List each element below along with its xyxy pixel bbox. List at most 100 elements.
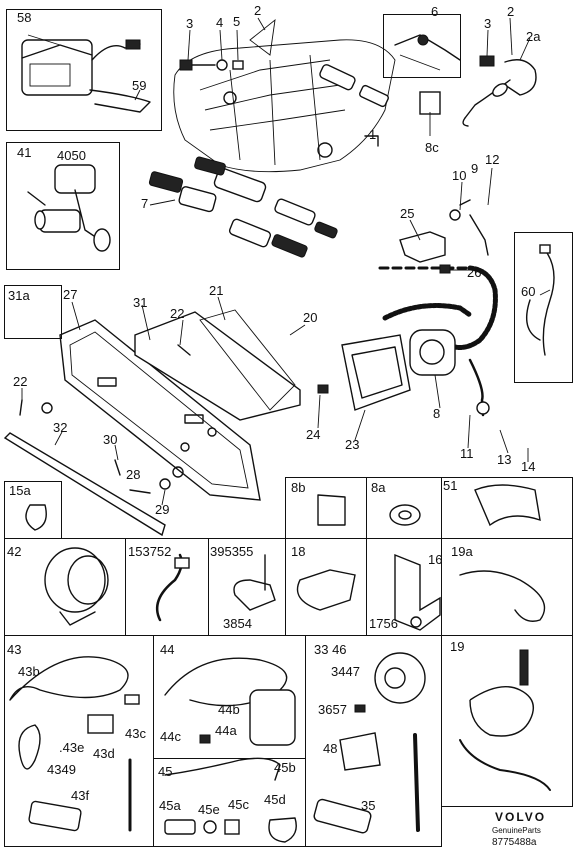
frame-box-6 (383, 14, 461, 78)
label-3657: 3657 (318, 702, 347, 717)
label-3854: 3854 (223, 616, 252, 631)
clamp-18-drawing (296, 569, 356, 611)
label-45e: 45e (198, 802, 220, 817)
label-44: 44 (160, 642, 175, 657)
label-395355: 395355 (210, 544, 254, 559)
label-60: 60 (521, 284, 536, 299)
label-43e: .43e (59, 740, 85, 755)
cable-153752-drawing (155, 553, 190, 622)
label-153752: 153752 (128, 544, 172, 559)
frame-box-45 (153, 758, 306, 847)
cable-60-drawing (526, 244, 555, 356)
label-14: 14 (521, 459, 536, 474)
label-19: 19 (450, 639, 465, 654)
label-3447: 3447 (331, 664, 360, 679)
label-43f: 43f (71, 788, 90, 803)
label-22-left: 22 (13, 374, 28, 389)
label-45d: 45d (264, 792, 286, 807)
label-22: 22 (170, 306, 185, 321)
label-31a: 31a (8, 288, 30, 303)
label-3-right: 3 (484, 16, 492, 31)
label-20: 20 (303, 310, 318, 325)
cable-45-drawing (164, 757, 297, 843)
clamp-395355-drawing (233, 554, 276, 611)
label-12: 12 (485, 152, 500, 167)
label-8a: 8a (371, 480, 386, 495)
clip-15a-drawing (25, 504, 47, 531)
label-43c: 43c (125, 726, 146, 741)
label-23: 23 (345, 437, 360, 452)
label-41: 41 (17, 145, 32, 160)
label-45a: 45a (159, 798, 181, 813)
heater-19-drawing (459, 649, 551, 791)
bracket-16-drawing (394, 553, 441, 631)
label-25: 25 (400, 206, 415, 221)
label-30: 30 (103, 432, 118, 447)
timer-42-drawing (44, 547, 109, 626)
frame-box-19 (441, 635, 573, 807)
engine-block-drawing (173, 18, 396, 173)
label-1: 1 (369, 127, 377, 142)
label-2a: 2a (526, 29, 541, 44)
label-4050: 4050 (57, 148, 86, 163)
frame-box-51 (441, 477, 573, 539)
label-13: 13 (497, 452, 512, 467)
frame-box-41 (6, 142, 120, 270)
label-42: 42 (7, 544, 22, 559)
cable-2a-drawing (419, 55, 537, 127)
label-28: 28 (126, 467, 141, 482)
label-48: 48 (323, 741, 338, 756)
label-19a: 19a (451, 544, 473, 559)
label-44b: 44b (218, 702, 240, 717)
label-16: 16 (428, 552, 443, 567)
gasket-8b-drawing (317, 494, 346, 526)
clamp-19a-drawing (459, 570, 546, 622)
label-43b: 43b (18, 664, 40, 679)
wire-harness-43-drawing (9, 656, 140, 832)
coolant-pump-3346-drawing (313, 652, 426, 834)
brand-tagline: GenuineParts (492, 826, 541, 835)
label-21: 21 (209, 283, 224, 298)
label-45: 45 (158, 764, 173, 779)
drawing-code: 8775488a (492, 837, 537, 848)
label-51: 51 (443, 478, 458, 493)
label-44c: 44c (160, 729, 181, 744)
mounting-plate-drawing (3, 309, 301, 537)
label-5: 5 (233, 14, 241, 29)
frame-box-58 (6, 9, 162, 131)
grommet-8a-drawing (389, 504, 421, 526)
label-26: 26 (467, 265, 482, 280)
label-10: 10 (452, 168, 467, 183)
bracket-6-drawing (394, 34, 461, 71)
label-4: 4 (216, 15, 224, 30)
label-7: 7 (141, 196, 149, 211)
label-45b: 45b (274, 760, 296, 775)
label-2-right: 2 (507, 4, 515, 19)
label-43d: 43d (93, 746, 115, 761)
socket-assembly-drawing (378, 199, 498, 417)
label-2: 2 (254, 3, 262, 18)
label-8b: 8b (291, 480, 306, 495)
frame-box-42 (4, 538, 126, 636)
label-45c: 45c (228, 797, 249, 812)
label-44a: 44a (215, 723, 237, 738)
label-24: 24 (306, 427, 321, 442)
frame-box-31a (4, 285, 62, 339)
label-3: 3 (186, 16, 194, 31)
label-29: 29 (155, 502, 170, 517)
brand-logo: VOLVO (495, 810, 547, 824)
power-unit-drawing (21, 39, 151, 113)
label-15a: 15a (9, 483, 31, 498)
label-32: 32 (53, 420, 68, 435)
label-1756: 1756 (369, 616, 398, 631)
heater-element-7-drawing (148, 156, 338, 258)
label-4349: 4349 (47, 762, 76, 777)
label-27: 27 (63, 287, 78, 302)
label-18: 18 (291, 544, 306, 559)
label-8c: 8c (425, 140, 439, 155)
label-11: 11 (460, 446, 474, 461)
label-59: 59 (132, 78, 147, 93)
socket-housing-drawing (317, 334, 411, 411)
